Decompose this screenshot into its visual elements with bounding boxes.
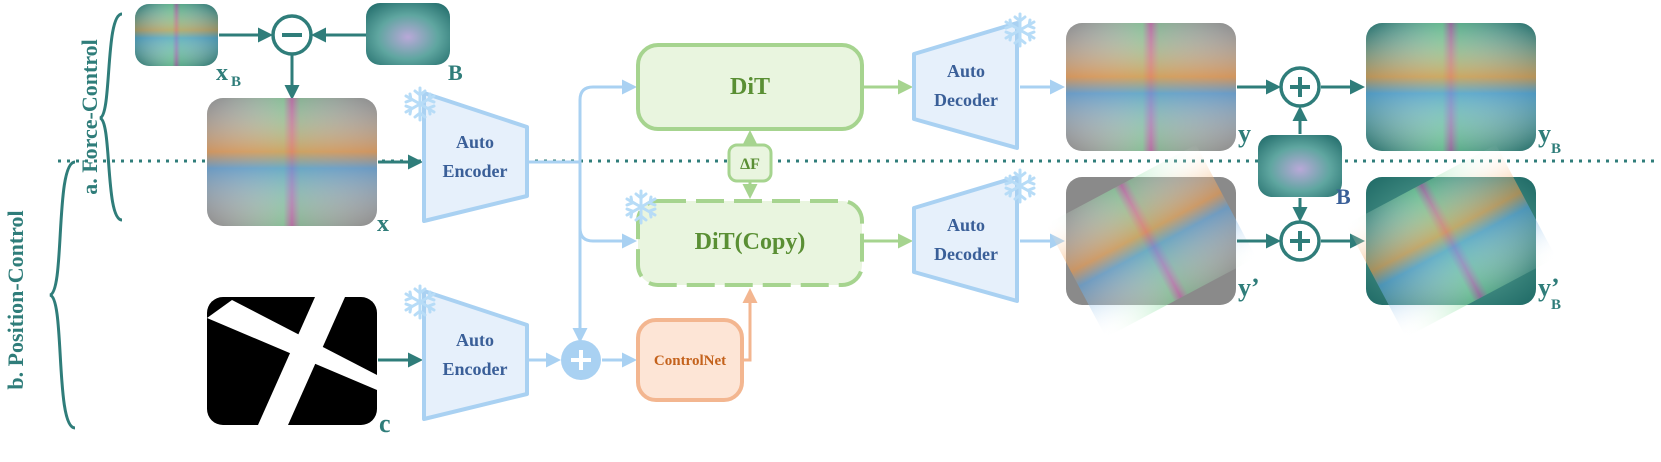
label-y-prime: y’ xyxy=(1238,273,1260,302)
position-control-label: b. Position-Control xyxy=(3,210,28,389)
image-yb xyxy=(1366,23,1536,151)
label-ybp: y’ xyxy=(1538,273,1560,302)
force-control-label: a. Force-Control xyxy=(77,39,102,195)
image-xb xyxy=(135,4,218,66)
svg-text:Auto: Auto xyxy=(947,61,985,81)
label-b-top: B xyxy=(448,60,463,85)
svg-text:Encoder: Encoder xyxy=(443,359,508,379)
label-y: y xyxy=(1238,119,1251,148)
auto-decoder-top: Auto Decoder xyxy=(912,21,1019,150)
label-yb-subscript: B xyxy=(1551,141,1561,157)
label-yb: y xyxy=(1538,119,1551,148)
controlnet-block: ControlNet xyxy=(636,318,744,402)
plus-circle-icon xyxy=(561,340,601,380)
image-c xyxy=(207,297,377,425)
label-b-mid: B xyxy=(1336,184,1351,209)
auto-decoder-bottom: Auto Decoder xyxy=(912,175,1019,303)
image-b-top xyxy=(366,3,450,65)
label-xb-subscript: B xyxy=(231,74,241,90)
image-ybp xyxy=(1345,144,1557,338)
image-b-mid xyxy=(1258,135,1342,197)
image-y-prime xyxy=(1045,144,1257,338)
dit-block: DiT xyxy=(636,43,864,131)
arrow-encoder-to-dit xyxy=(578,79,637,162)
auto-encoder-bottom: Auto Encoder xyxy=(422,289,529,421)
svg-text:Decoder: Decoder xyxy=(934,90,998,110)
svg-text:ΔF: ΔF xyxy=(740,156,760,173)
label-xb: x xyxy=(216,60,228,86)
position-control-brace xyxy=(49,160,76,430)
label-ybp-subscript: B xyxy=(1551,297,1561,313)
force-control-brace xyxy=(94,12,123,222)
svg-text:Decoder: Decoder xyxy=(934,244,998,264)
minus-circle-icon xyxy=(271,14,313,56)
plus-circle-icon xyxy=(1279,66,1321,108)
plus-circle-icon xyxy=(1279,220,1321,262)
image-y xyxy=(1066,23,1236,151)
svg-text:Auto: Auto xyxy=(456,330,494,350)
arrow-encoder-to-dit-copy xyxy=(578,162,637,249)
label-x: x xyxy=(377,211,389,237)
svg-text:DiT(Copy): DiT(Copy) xyxy=(695,229,806,255)
label-c: c xyxy=(379,409,391,438)
delta-f-block: ΔF xyxy=(727,143,773,183)
dit-copy-block: DiT(Copy) xyxy=(636,199,864,287)
svg-text:Encoder: Encoder xyxy=(443,161,508,181)
svg-text:Auto: Auto xyxy=(947,215,985,235)
svg-text:DiT: DiT xyxy=(730,74,770,100)
auto-encoder-top: Auto Encoder xyxy=(422,91,529,223)
arrow-controlnet-to-dit-copy xyxy=(742,288,758,362)
svg-text:ControlNet: ControlNet xyxy=(654,353,726,369)
svg-text:Auto: Auto xyxy=(456,132,494,152)
image-x xyxy=(207,98,377,226)
